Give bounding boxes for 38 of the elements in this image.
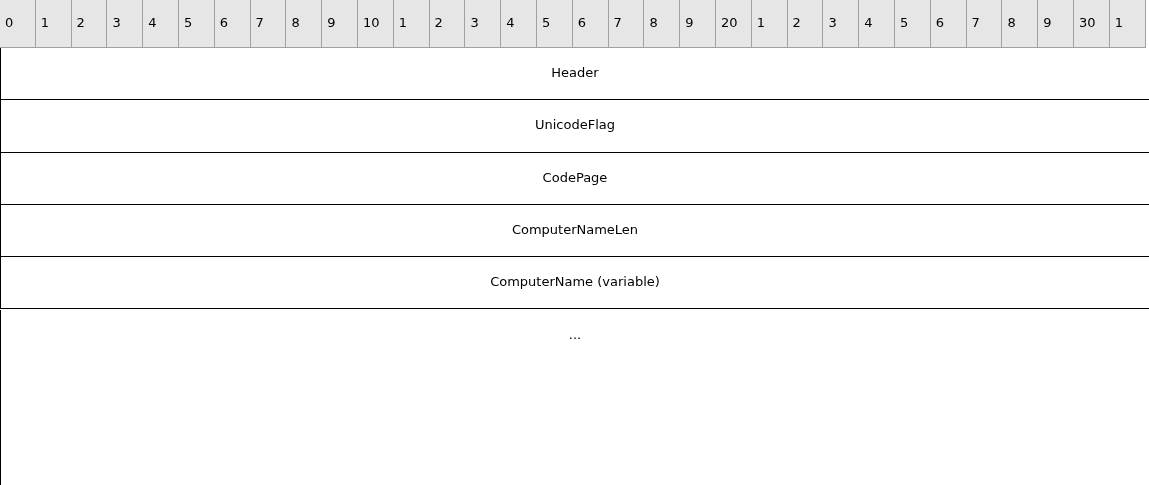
bit-number: 6 [214, 0, 251, 48]
bit-number: 5 [895, 0, 931, 48]
bit-number: 8 [286, 0, 323, 48]
bit-number: 20 [716, 0, 752, 48]
bit-number: 8 [644, 0, 681, 48]
bit-number: 7 [608, 0, 645, 48]
bit-number: 3 [107, 0, 144, 48]
bit-number: 1 [1109, 0, 1146, 48]
field-name: CodePage [0, 152, 1149, 205]
bit-number: 2 [71, 0, 108, 48]
bit-number: 9 [1038, 0, 1074, 48]
bit-number: 4 [501, 0, 537, 48]
bit-number: 3 [823, 0, 860, 48]
bit-number: 10 [358, 0, 394, 48]
field-name: ComputerNameLen [0, 204, 1149, 258]
bit-number: 8 [1002, 0, 1039, 48]
bit-number: 3 [465, 0, 502, 48]
bit-number: 9 [322, 0, 358, 48]
field-name: ComputerName (variable) [0, 257, 1149, 310]
bit-number: 7 [966, 0, 1003, 48]
bit-number: 5 [537, 0, 573, 48]
bit-number: 2 [429, 0, 466, 48]
bit-number: 6 [930, 0, 967, 48]
bit-number: 1 [35, 0, 72, 48]
bit-number: 7 [250, 0, 287, 48]
bit-number: 2 [787, 0, 824, 48]
bit-number: 30 [1074, 0, 1110, 48]
bit-number: 6 [572, 0, 609, 48]
bit-number: 9 [680, 0, 716, 48]
bit-number: 1 [393, 0, 430, 48]
field-name: Header [0, 48, 1149, 101]
field-name: ... [0, 309, 1149, 485]
bit-number: 5 [179, 0, 215, 48]
bit-number: 1 [751, 0, 788, 48]
bit-number: 0 [0, 0, 36, 48]
bit-number: 4 [859, 0, 895, 48]
bit-number: 4 [143, 0, 179, 48]
field-name: UnicodeFlag [0, 100, 1149, 153]
